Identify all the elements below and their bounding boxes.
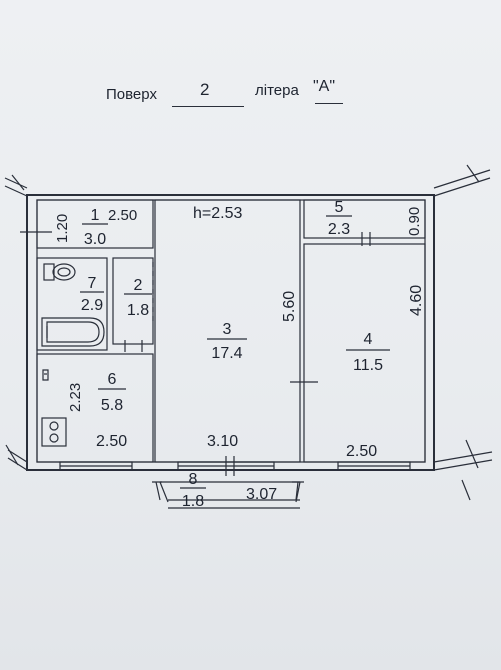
room-4-area: 11.5 — [353, 357, 383, 374]
room-6-depth: 2.23 — [67, 383, 84, 412]
letter-label: літера — [255, 82, 299, 99]
room-1-depth: 1.20 — [54, 214, 71, 243]
room-1-area: 3.0 — [84, 231, 106, 248]
balcony — [152, 481, 304, 509]
top-wall-extension — [4, 169, 491, 197]
room-7-walls — [36, 257, 108, 351]
letter-underline — [315, 103, 343, 104]
room-3-length: 5.60 — [281, 291, 298, 322]
toilet-icon — [43, 263, 76, 281]
fixtures — [41, 263, 105, 447]
room-5-number: 5 — [335, 199, 344, 216]
ceiling-height: h=2.53 — [193, 205, 242, 222]
room-7-number: 7 — [88, 275, 97, 292]
room-1-walls — [36, 199, 154, 249]
door-ticks — [20, 231, 371, 383]
door-marks — [20, 231, 371, 383]
room-8-area: 1.8 — [182, 493, 204, 510]
room-3-number: 3 — [223, 321, 232, 338]
room-1-number: 1 — [91, 207, 100, 224]
room-8-length: 3.07 — [246, 486, 277, 503]
floor-label: Поверх — [106, 86, 157, 103]
room-5-depth: 0.90 — [406, 207, 423, 236]
room-6-area: 5.8 — [101, 397, 123, 414]
room-2-area: 1.8 — [127, 302, 149, 319]
labels: h=2.53 1 3.0 2.50 1.20 7 2.9 2 1.8 3 17.… — [54, 199, 425, 510]
room-5-walls — [303, 199, 426, 239]
room-4-length: 4.60 — [408, 285, 425, 316]
room-3-width: 3.10 — [207, 433, 238, 450]
bottom-wall-extension — [7, 449, 493, 471]
room-4-width: 2.50 — [346, 443, 377, 460]
room-5-area: 2.3 — [328, 221, 350, 238]
floor-underline — [172, 106, 244, 107]
stove-icon — [41, 417, 67, 447]
room-8-number: 8 — [189, 471, 198, 488]
balcony-outline — [159, 481, 301, 509]
wall-extensions — [4, 164, 493, 501]
balcony-dimension-ticks — [152, 481, 304, 501]
room-1-width: 2.50 — [108, 207, 137, 224]
room-7-area: 2.9 — [81, 297, 103, 314]
room-2-number: 2 — [134, 277, 143, 294]
sink-icon — [42, 369, 49, 381]
letter-value: "А" — [313, 78, 336, 95]
room-4-number: 4 — [364, 331, 373, 348]
room-6-number: 6 — [108, 371, 117, 388]
room-6-width: 2.50 — [96, 433, 127, 450]
floor-value: 2 — [200, 80, 210, 99]
bathtub-icon — [41, 317, 105, 347]
plan-header: Поверх 2 літера "А" — [0, 0, 501, 130]
room-4-walls — [303, 243, 426, 463]
room-2-walls — [112, 257, 154, 345]
room-3-area: 17.4 — [211, 345, 242, 362]
break-marks — [5, 164, 480, 501]
windows — [59, 456, 411, 476]
